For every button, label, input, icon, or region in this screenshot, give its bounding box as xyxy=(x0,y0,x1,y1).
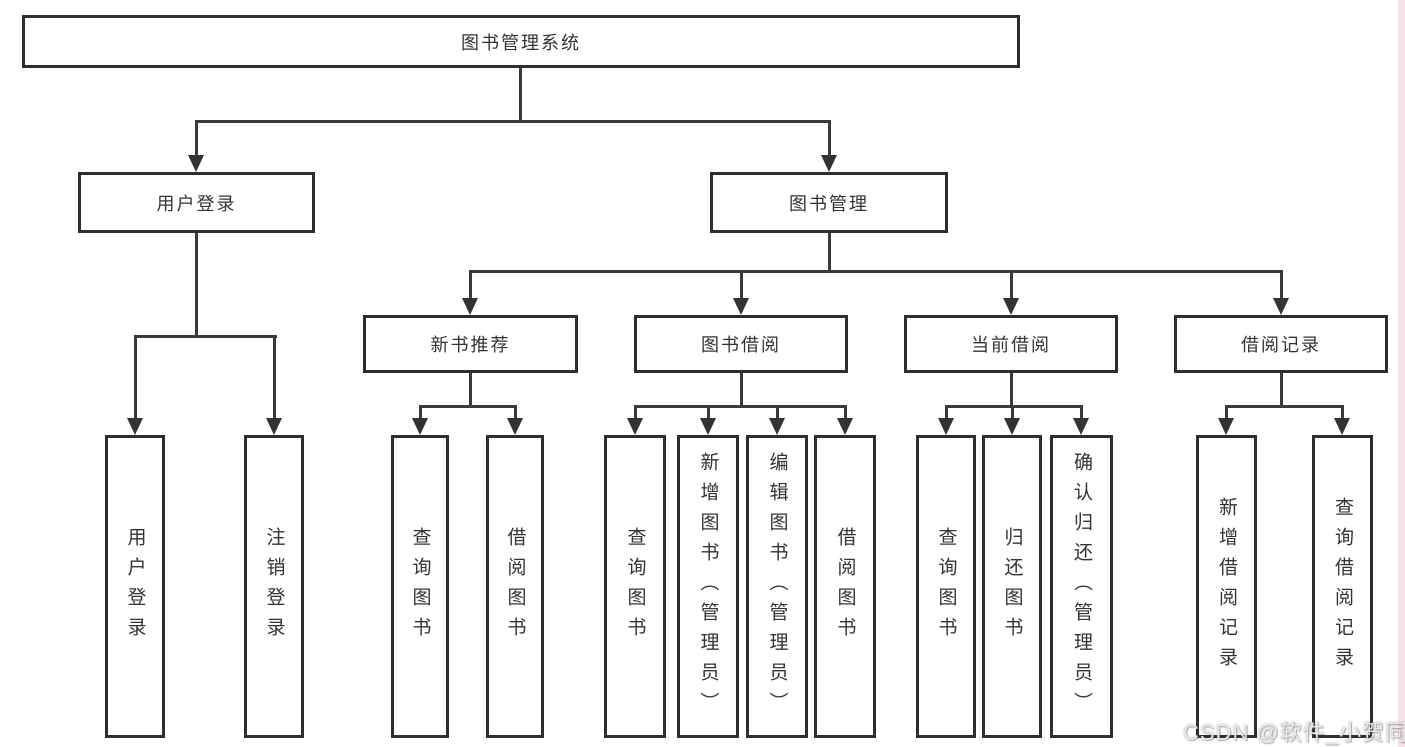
leaf-query-books-2-label: 查询图书 xyxy=(624,526,646,647)
leaf-query-books-3-label: 查询图书 xyxy=(935,526,957,647)
leaf-edit-book-admin: 编辑图书（管理员） xyxy=(746,435,808,738)
node-library-system-label: 图书管理系统 xyxy=(461,32,581,53)
leaf-query-books-1-label: 查询图书 xyxy=(409,526,431,647)
node-current-borrowing: 当前借阅 xyxy=(904,315,1118,373)
connector-g3-leaf2-stem xyxy=(1011,405,1014,420)
connector-new-book-stem xyxy=(469,270,472,301)
node-new-book-recommend: 新书推荐 xyxy=(363,315,578,373)
connector-leaf-user-login-stem xyxy=(134,335,137,420)
connector-book-mgmt-hline xyxy=(469,270,1283,273)
connector-leaf-logout-stem xyxy=(273,335,276,420)
connector-g3-down xyxy=(1010,373,1013,407)
leaf-logout: 注销登录 xyxy=(244,435,304,738)
connector-book-mgmt-stem xyxy=(828,120,831,158)
node-book-management: 图书管理 xyxy=(710,172,948,233)
node-library-system: 图书管理系统 xyxy=(22,15,1020,68)
leaf-add-borrow-record: 新增借阅记录 xyxy=(1196,435,1257,738)
arrow-to-current-borrowing xyxy=(1003,298,1019,315)
leaf-query-borrow-record: 查询借阅记录 xyxy=(1312,435,1373,738)
connector-g3-hline xyxy=(945,405,1083,408)
connector-root-stem xyxy=(519,68,522,122)
arrow-to-book-mgmt xyxy=(821,155,837,172)
connector-g4-leaf2-stem xyxy=(1341,405,1344,420)
arrow-g1-leaf2 xyxy=(507,418,523,435)
connector-g4-hline xyxy=(1225,405,1344,408)
arrow-g3-leaf2 xyxy=(1004,418,1020,435)
connector-borrow-record-stem xyxy=(1280,270,1283,301)
connector-user-login-stem xyxy=(195,120,198,158)
watermark-strip xyxy=(1398,0,1405,747)
leaf-query-borrow-record-label: 查询借阅记录 xyxy=(1332,496,1353,677)
leaf-add-book-admin: 新增图书（管理员） xyxy=(677,435,739,738)
arrow-to-book-borrowing xyxy=(733,298,749,315)
node-borrowing-records: 借阅记录 xyxy=(1174,315,1388,373)
leaf-borrow-books-2: 借阅图书 xyxy=(814,435,876,738)
leaf-logout-label: 注销登录 xyxy=(263,526,285,647)
leaf-query-books-3: 查询图书 xyxy=(916,435,976,738)
connector-g1-leaf2-stem xyxy=(514,405,517,420)
arrow-g2-leaf2 xyxy=(700,418,716,435)
connector-g2-leaf1-stem xyxy=(634,405,637,420)
leaf-add-book-admin-label: 新增图书（管理员） xyxy=(697,451,719,722)
connector-book-borrow-stem xyxy=(740,270,743,301)
connector-g1-down xyxy=(469,373,472,407)
leaf-user-login-label: 用户登录 xyxy=(124,526,146,647)
leaf-borrow-books-2-label: 借阅图书 xyxy=(834,526,856,647)
connector-g4-down xyxy=(1280,373,1283,407)
connector-g2-leaf2-stem xyxy=(707,405,710,420)
connector-g2-down xyxy=(740,373,743,407)
connector-g2-leaf4-stem xyxy=(844,405,847,420)
node-book-management-label: 图书管理 xyxy=(789,193,869,214)
leaf-return-books-label: 归还图书 xyxy=(1001,526,1023,647)
connector-g3-leaf3-stem xyxy=(1080,405,1083,420)
connector-user-login-hline xyxy=(134,335,277,338)
leaf-query-books-2: 查询图书 xyxy=(604,435,666,738)
leaf-return-books: 归还图书 xyxy=(982,435,1042,738)
node-new-book-recommend-label: 新书推荐 xyxy=(430,335,511,355)
connector-g4-leaf1-stem xyxy=(1225,405,1228,420)
node-user-login: 用户登录 xyxy=(78,172,315,233)
arrow-to-leaf-user-login xyxy=(127,418,143,435)
connector-g1-leaf1-stem xyxy=(419,405,422,420)
connector-g1-hline xyxy=(419,405,517,408)
leaf-confirm-return-admin-label: 确认归还（管理员） xyxy=(1071,451,1092,722)
connector-g3-leaf1-stem xyxy=(945,405,948,420)
arrow-g2-leaf1 xyxy=(627,418,643,435)
arrow-to-user-login xyxy=(188,155,204,172)
watermark: CSDN @软件_小贺同学 xyxy=(1183,720,1405,745)
leaf-query-books-1: 查询图书 xyxy=(391,435,449,738)
arrow-to-leaf-logout xyxy=(266,418,282,435)
node-borrowing-records-label: 借阅记录 xyxy=(1241,335,1321,355)
connector-g2-leaf3-stem xyxy=(776,405,779,420)
connector-g2-hline xyxy=(634,405,847,408)
leaf-add-borrow-record-label: 新增借阅记录 xyxy=(1216,496,1237,677)
arrow-to-borrowing-records xyxy=(1273,298,1289,315)
leaf-borrow-books-1: 借阅图书 xyxy=(486,435,544,738)
arrow-g1-leaf1 xyxy=(412,418,428,435)
node-user-login-label: 用户登录 xyxy=(156,193,237,214)
connector-user-login-down xyxy=(195,233,198,337)
leaf-confirm-return-admin: 确认归还（管理员） xyxy=(1050,435,1113,738)
node-book-borrowing: 图书借阅 xyxy=(634,315,848,373)
leaf-borrow-books-1-label: 借阅图书 xyxy=(504,526,526,647)
arrow-g2-leaf4 xyxy=(837,418,853,435)
connector-book-mgmt-down xyxy=(828,233,831,272)
arrow-g4-leaf2 xyxy=(1334,418,1350,435)
arrow-g3-leaf3 xyxy=(1073,418,1089,435)
leaf-user-login: 用户登录 xyxy=(105,435,165,738)
arrow-g3-leaf1 xyxy=(938,418,954,435)
node-book-borrowing-label: 图书借阅 xyxy=(701,335,781,355)
node-current-borrowing-label: 当前借阅 xyxy=(971,335,1051,355)
arrow-g4-leaf1 xyxy=(1218,418,1234,435)
connector-root-hline xyxy=(195,120,831,123)
connector-current-borrow-stem xyxy=(1010,270,1013,301)
arrow-g2-leaf3 xyxy=(769,418,785,435)
arrow-to-new-book-recommend xyxy=(462,298,478,315)
leaf-edit-book-admin-label: 编辑图书（管理员） xyxy=(766,451,788,722)
